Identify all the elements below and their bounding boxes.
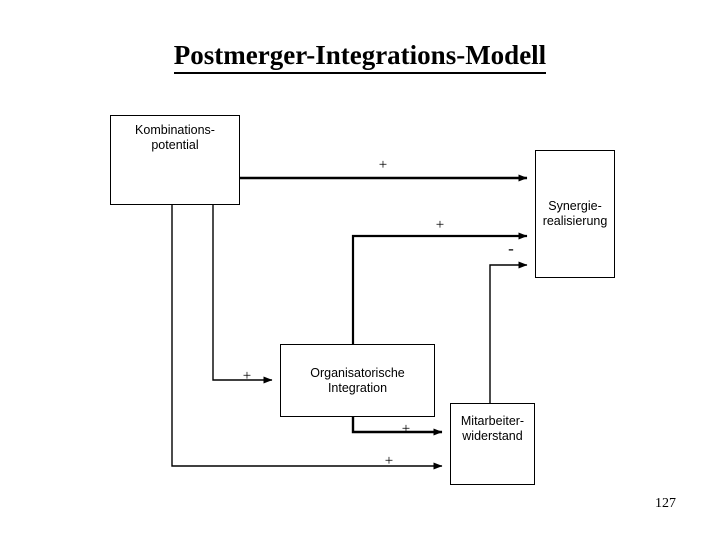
edge-label-mitarbeiter-to-synergie: - (508, 239, 514, 258)
edge-kombi-to-mitarbeiter (171, 205, 443, 470)
page-title: Postmerger-Integrations-Modell (0, 40, 720, 74)
node-organisatorische-integration[interactable]: Organisatorische Integration (280, 344, 435, 417)
node-synergierealisierung[interactable]: Synergie- realisierung (535, 150, 615, 278)
node-organisatorische-integration-label: Organisatorische Integration (310, 365, 405, 395)
node-mitarbeiterwiderstand-label: Mitarbeiter- widerstand (460, 414, 525, 443)
edge-label-kombi-to-synergie: + (378, 157, 388, 173)
edge-label-kombi-to-orgint: + (242, 368, 252, 384)
edge-orgint-to-synergie (351, 232, 528, 344)
node-mitarbeiterwiderstand[interactable]: Mitarbeiter- widerstand (450, 403, 535, 485)
node-synergierealisierung-label: Synergie- realisierung (542, 199, 608, 228)
node-kombinationspotential[interactable]: Kombinations- potential (110, 115, 240, 205)
page-title-text: Postmerger-Integrations-Modell (173, 40, 547, 74)
edge-label-orgint-to-mitarbeiter: + (401, 421, 411, 437)
edge-mitarbeiter-to-synergie (489, 261, 528, 403)
edge-label-kombi-to-mitarbeiter: + (384, 453, 394, 469)
edge-kombi-to-orgint (212, 205, 273, 384)
node-kombinationspotential-label: Kombinations- potential (135, 123, 215, 152)
edge-label-orgint-to-synergie: + (435, 217, 445, 233)
page-number: 127 (655, 496, 676, 511)
edge-orgint-to-mitarbeiter (351, 417, 443, 436)
